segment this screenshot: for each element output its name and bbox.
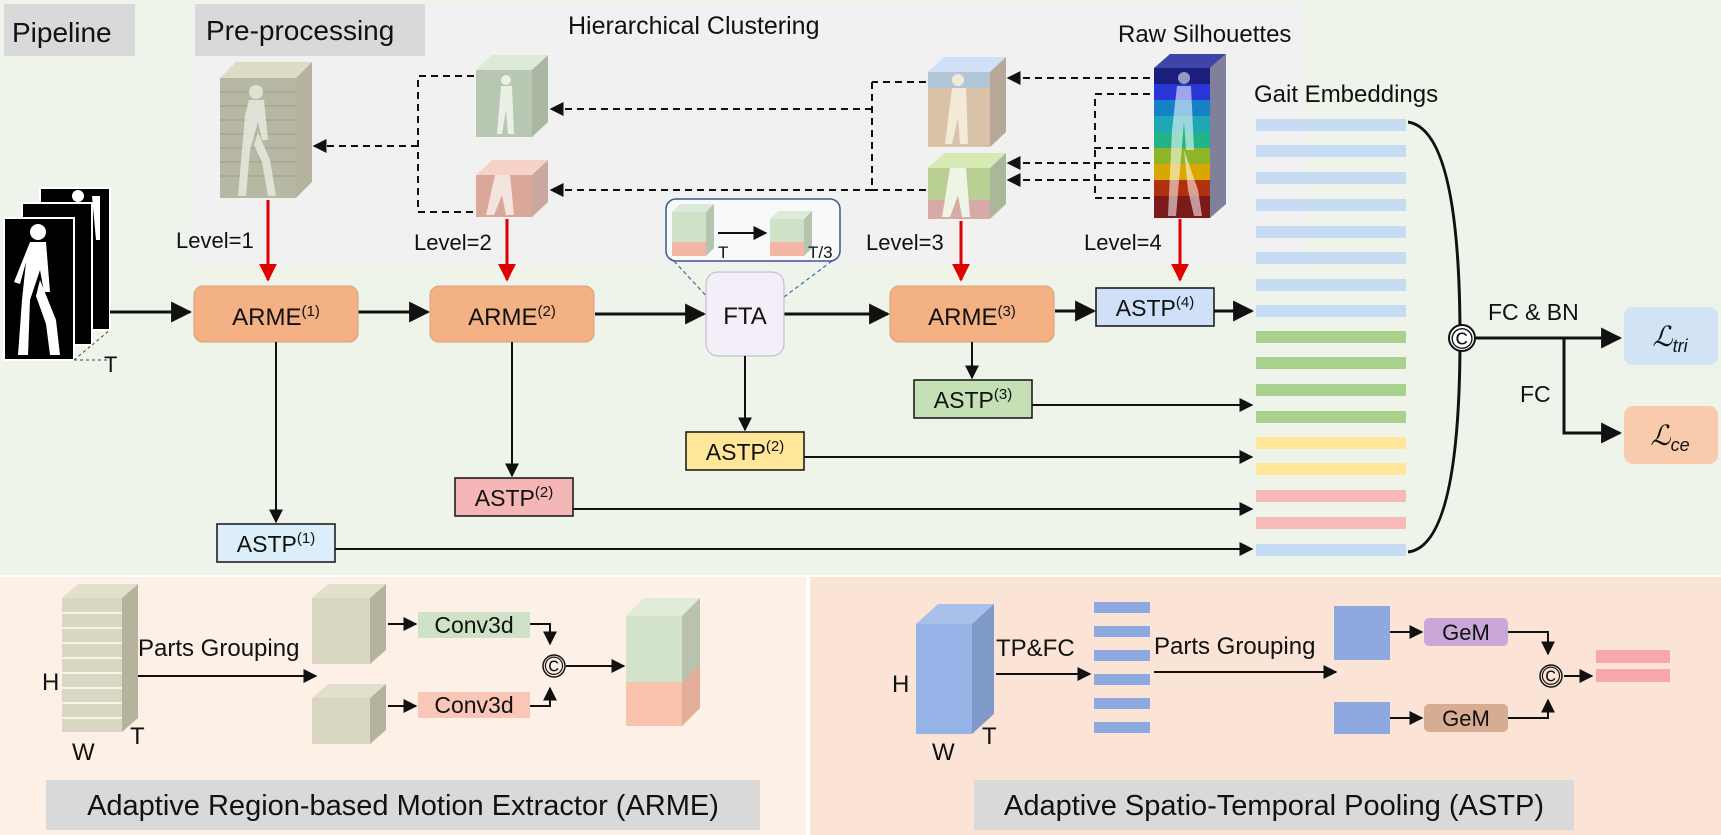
fc-bn-label: FC & BN [1488,299,1579,325]
arme-conv-bottom [418,692,530,718]
svg-text:ASTP(3): ASTP(3) [934,386,1012,413]
input-silhouette-stack [3,187,111,361]
level2-label: Level=2 [414,230,492,255]
loss-arrows [1476,327,1623,444]
astp-concat-icon [1539,664,1563,688]
svg-text:ℒce: ℒce [1650,420,1689,455]
astp-output-stripes [1596,650,1670,682]
arme-w-label: W [72,739,95,766]
arme2-module: ARME(2) [429,285,595,343]
astp-panel-title: Adaptive Spatio-Temporal Pooling (ASTP) [1004,790,1544,822]
arme-panel-title-bg [46,780,760,830]
fta-inset [665,198,841,301]
arme-h-label: H [42,669,59,696]
level2-cube-pink [476,160,548,217]
pipeline-header-bg [4,4,135,56]
walking-figure-icon [14,224,60,355]
astp3-module: ASTP(3) [913,379,1033,419]
gait-embeddings [1256,119,1406,556]
arme-detail-cube [62,584,138,732]
fta-module: FTA [705,271,785,357]
svg-text:ASTP(1): ASTP(1) [237,530,315,557]
astp2-yellow-module: ASTP(2) [685,431,805,471]
preprocessing-header: Pre-processing [206,15,394,46]
arme-panel-title: Adaptive Region-based Motion Extractor (… [87,790,719,822]
astp-concat-symbol: © [1541,661,1560,691]
astp-detail-cube [916,604,994,734]
hierarchical-clustering-header: Hierarchical Clustering [568,12,819,40]
astp-gem-bottom-label: GeM [1442,706,1490,731]
level-red-arrows [259,200,1189,282]
gait-embeddings-header: Gait Embeddings [1254,81,1438,108]
raw-silhouettes-stack [1154,54,1226,218]
svg-text:ARME(3): ARME(3) [928,303,1016,331]
svg-text:ASTP(2): ASTP(2) [706,438,784,465]
level1-label: Level=1 [176,228,254,253]
svg-text:ARME(1): ARME(1) [232,303,320,331]
preprocessing-header-bg [195,4,425,56]
level1-cube [220,62,312,198]
fta-t3-label: T/3 [808,243,833,262]
arme-parts-grouping-label: Parts Grouping [138,635,299,662]
astp2-pink-module: ASTP(2) [454,477,574,517]
astp-w-label: W [932,739,955,766]
astp-panel-title-bg [974,780,1574,830]
astp-connectors [269,342,1254,556]
concat-symbol: © [1451,323,1473,356]
level3-cube-top [928,57,1006,147]
main-flow-arrows [110,300,1255,325]
arme-concat-icon [542,654,566,678]
svg-text:FTA: FTA [723,303,767,330]
astp-gem-bottom [1424,704,1508,732]
astp-gem-arrows [1390,625,1594,725]
loss-ce-box: ℒce [1624,406,1718,464]
level4-label: Level=4 [1084,230,1162,255]
arme-part-cube-top [312,584,386,664]
svg-text:ASTP(2): ASTP(2) [475,484,553,511]
level3-label: Level=3 [866,230,944,255]
level2-cube-green [476,55,548,137]
arme-concat-symbol: © [544,651,563,681]
loss-tri-box: ℒtri [1624,307,1718,365]
arme-conv-bottom-label: Conv3d [434,692,513,718]
arme-part-cube-bottom [312,684,386,744]
astp-gem-top-label: GeM [1442,620,1490,645]
svg-text:ARME(2): ARME(2) [468,303,556,331]
astp1-module: ASTP(1) [216,523,336,563]
astp-part-block-top [1334,606,1390,660]
arme-conv-top [418,612,530,638]
arme-conv-top-label: Conv3d [434,612,513,638]
arme1-module: ARME(1) [193,285,359,343]
astp-gem-top [1424,618,1508,646]
fc-label: FC [1520,381,1551,407]
arme-conv-arrows [388,617,626,713]
astp4-module: ASTP(4) [1095,287,1215,327]
raw-silhouettes-header: Raw Silhouettes [1118,21,1291,48]
svg-text:ℒtri: ℒtri [1652,321,1688,356]
svg-text:ASTP(4): ASTP(4) [1116,294,1194,321]
input-t-label: T [104,352,117,377]
fta-t-label: T [718,243,728,262]
level3-cube-bottom [928,153,1006,219]
astp-tp-fc-label: TP&FC [996,635,1075,662]
astp-parts-grouping-label: Parts Grouping [1154,633,1315,660]
astp-part-stripes [1094,602,1150,733]
arme3-module: ARME(3) [889,285,1055,343]
astp-h-label: H [892,671,909,698]
astp-part-block-bottom [1334,702,1390,734]
astp-t-label: T [982,723,997,750]
arme-t-label: T [130,723,145,750]
pipeline-header: Pipeline [12,17,112,48]
concat-icon [1448,324,1476,352]
arme-output-cube [626,598,700,726]
clustering-connectors [312,71,1150,213]
